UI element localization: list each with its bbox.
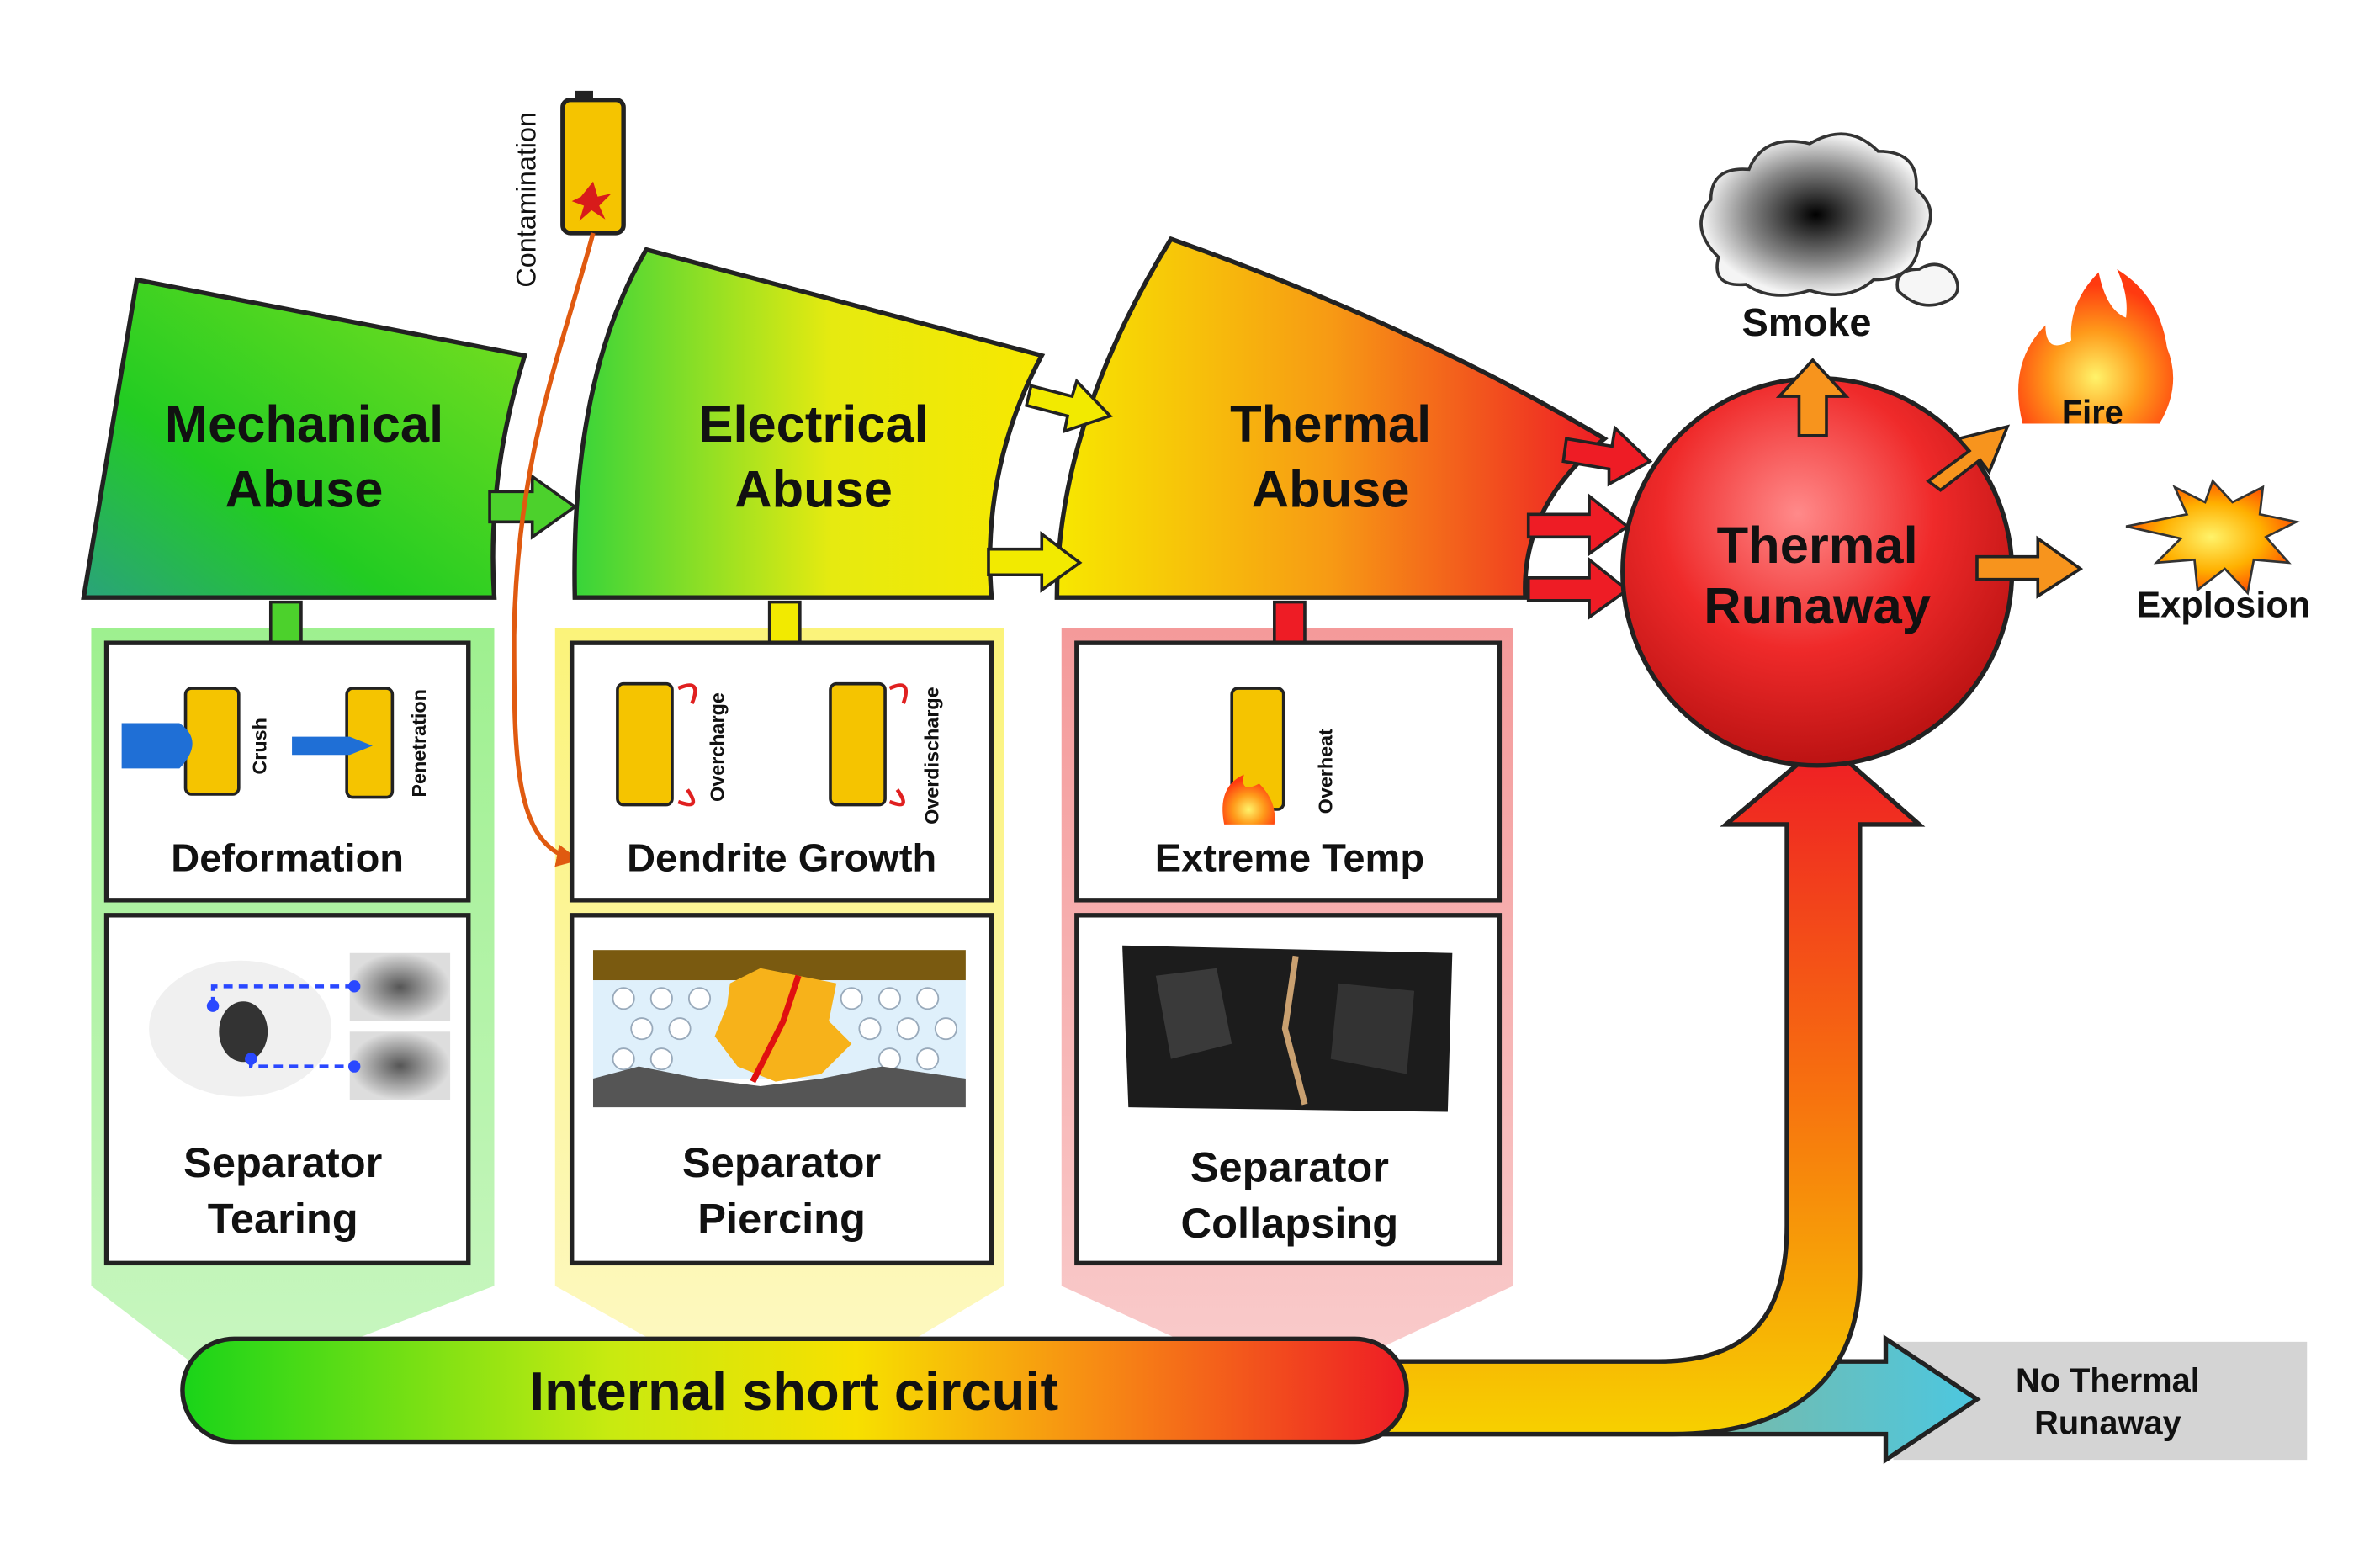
piercing-label-1: Separator (682, 1138, 881, 1186)
extreme-temp-box (1074, 640, 1503, 903)
therm-to-runaway-arrow-3 (1526, 556, 1630, 621)
mechanical-title-2: Abuse (225, 460, 384, 517)
overdischarge-cell-icon (829, 681, 909, 807)
piercing-label-2: Piercing (697, 1195, 866, 1243)
to-smoke-arrow (1775, 358, 1850, 437)
deformation-box (103, 640, 471, 903)
tearing-label-1: Separator (183, 1138, 382, 1186)
mechanical-abuse-sector (81, 277, 528, 600)
smoke-label: Smoke (1741, 300, 1871, 344)
fire-label: Fire (2062, 395, 2123, 432)
crush-cell-icon (121, 687, 241, 796)
escalation-arrow (1366, 738, 1926, 1437)
mechanical-title-1: Mechanical (165, 395, 443, 453)
electrical-title-1: Electrical (698, 395, 928, 453)
tearing-micrograph-icon (149, 952, 451, 1100)
overdischarge-label: Overdischarge (920, 687, 942, 825)
tearing-label-2: Tearing (208, 1195, 358, 1243)
thermal-title-1: Thermal (1230, 395, 1431, 453)
explosion-icon (2125, 479, 2300, 596)
thermal-title-2: Abuse (1252, 460, 1410, 517)
overcharge-cell-icon (616, 681, 697, 807)
contamination-label: Contamination (511, 112, 541, 288)
overheat-cell-icon (1222, 687, 1285, 825)
electrical-abuse-sector (572, 247, 1046, 600)
isc-label: Internal short circuit (529, 1360, 1058, 1422)
fire-icon (2018, 269, 2174, 424)
contaminated-cell-icon (560, 90, 626, 236)
deformation-label: Deformation (171, 836, 404, 880)
to-fire-arrow (1926, 424, 2011, 492)
crush-label: Crush (248, 718, 270, 774)
runaway-label-1: Thermal (1717, 517, 1918, 574)
elec-to-therm-arrow-1 (1025, 378, 1113, 434)
runaway-label-2: Runaway (1704, 577, 1931, 634)
no-runaway-line2: Runaway (2034, 1405, 2181, 1442)
elec-to-therm-arrow-2 (987, 531, 1083, 593)
penetration-label: Penetration (408, 689, 430, 797)
smoke-icon (1699, 132, 1959, 307)
collapsing-label-2: Collapsing (1181, 1199, 1399, 1247)
mech-to-elec-arrow (488, 473, 578, 540)
explosion-label: Explosion (2136, 586, 2310, 626)
overheat-label: Overheat (1314, 729, 1336, 814)
therm-to-runaway-arrow-1 (1561, 425, 1653, 487)
to-explosion-arrow (1975, 535, 2084, 599)
contamination-path (512, 232, 596, 867)
no-runaway-line1: No Thermal (2016, 1362, 2200, 1399)
thermal-abuse-sector (1054, 236, 1609, 600)
collapsed-separator-photo-icon (1122, 945, 1453, 1112)
piercing-schematic-icon (592, 950, 966, 1108)
extreme-temp-label: Extreme Temp (1155, 836, 1424, 880)
collapsing-label-1: Separator (1190, 1143, 1389, 1190)
overcharge-label: Overcharge (706, 692, 728, 802)
penetration-cell-icon (292, 687, 395, 799)
therm-to-runaway-arrow-2 (1526, 493, 1630, 557)
electrical-title-2: Abuse (734, 460, 893, 517)
dendrite-label: Dendrite Growth (627, 836, 936, 880)
isc-bar (180, 1336, 1409, 1445)
